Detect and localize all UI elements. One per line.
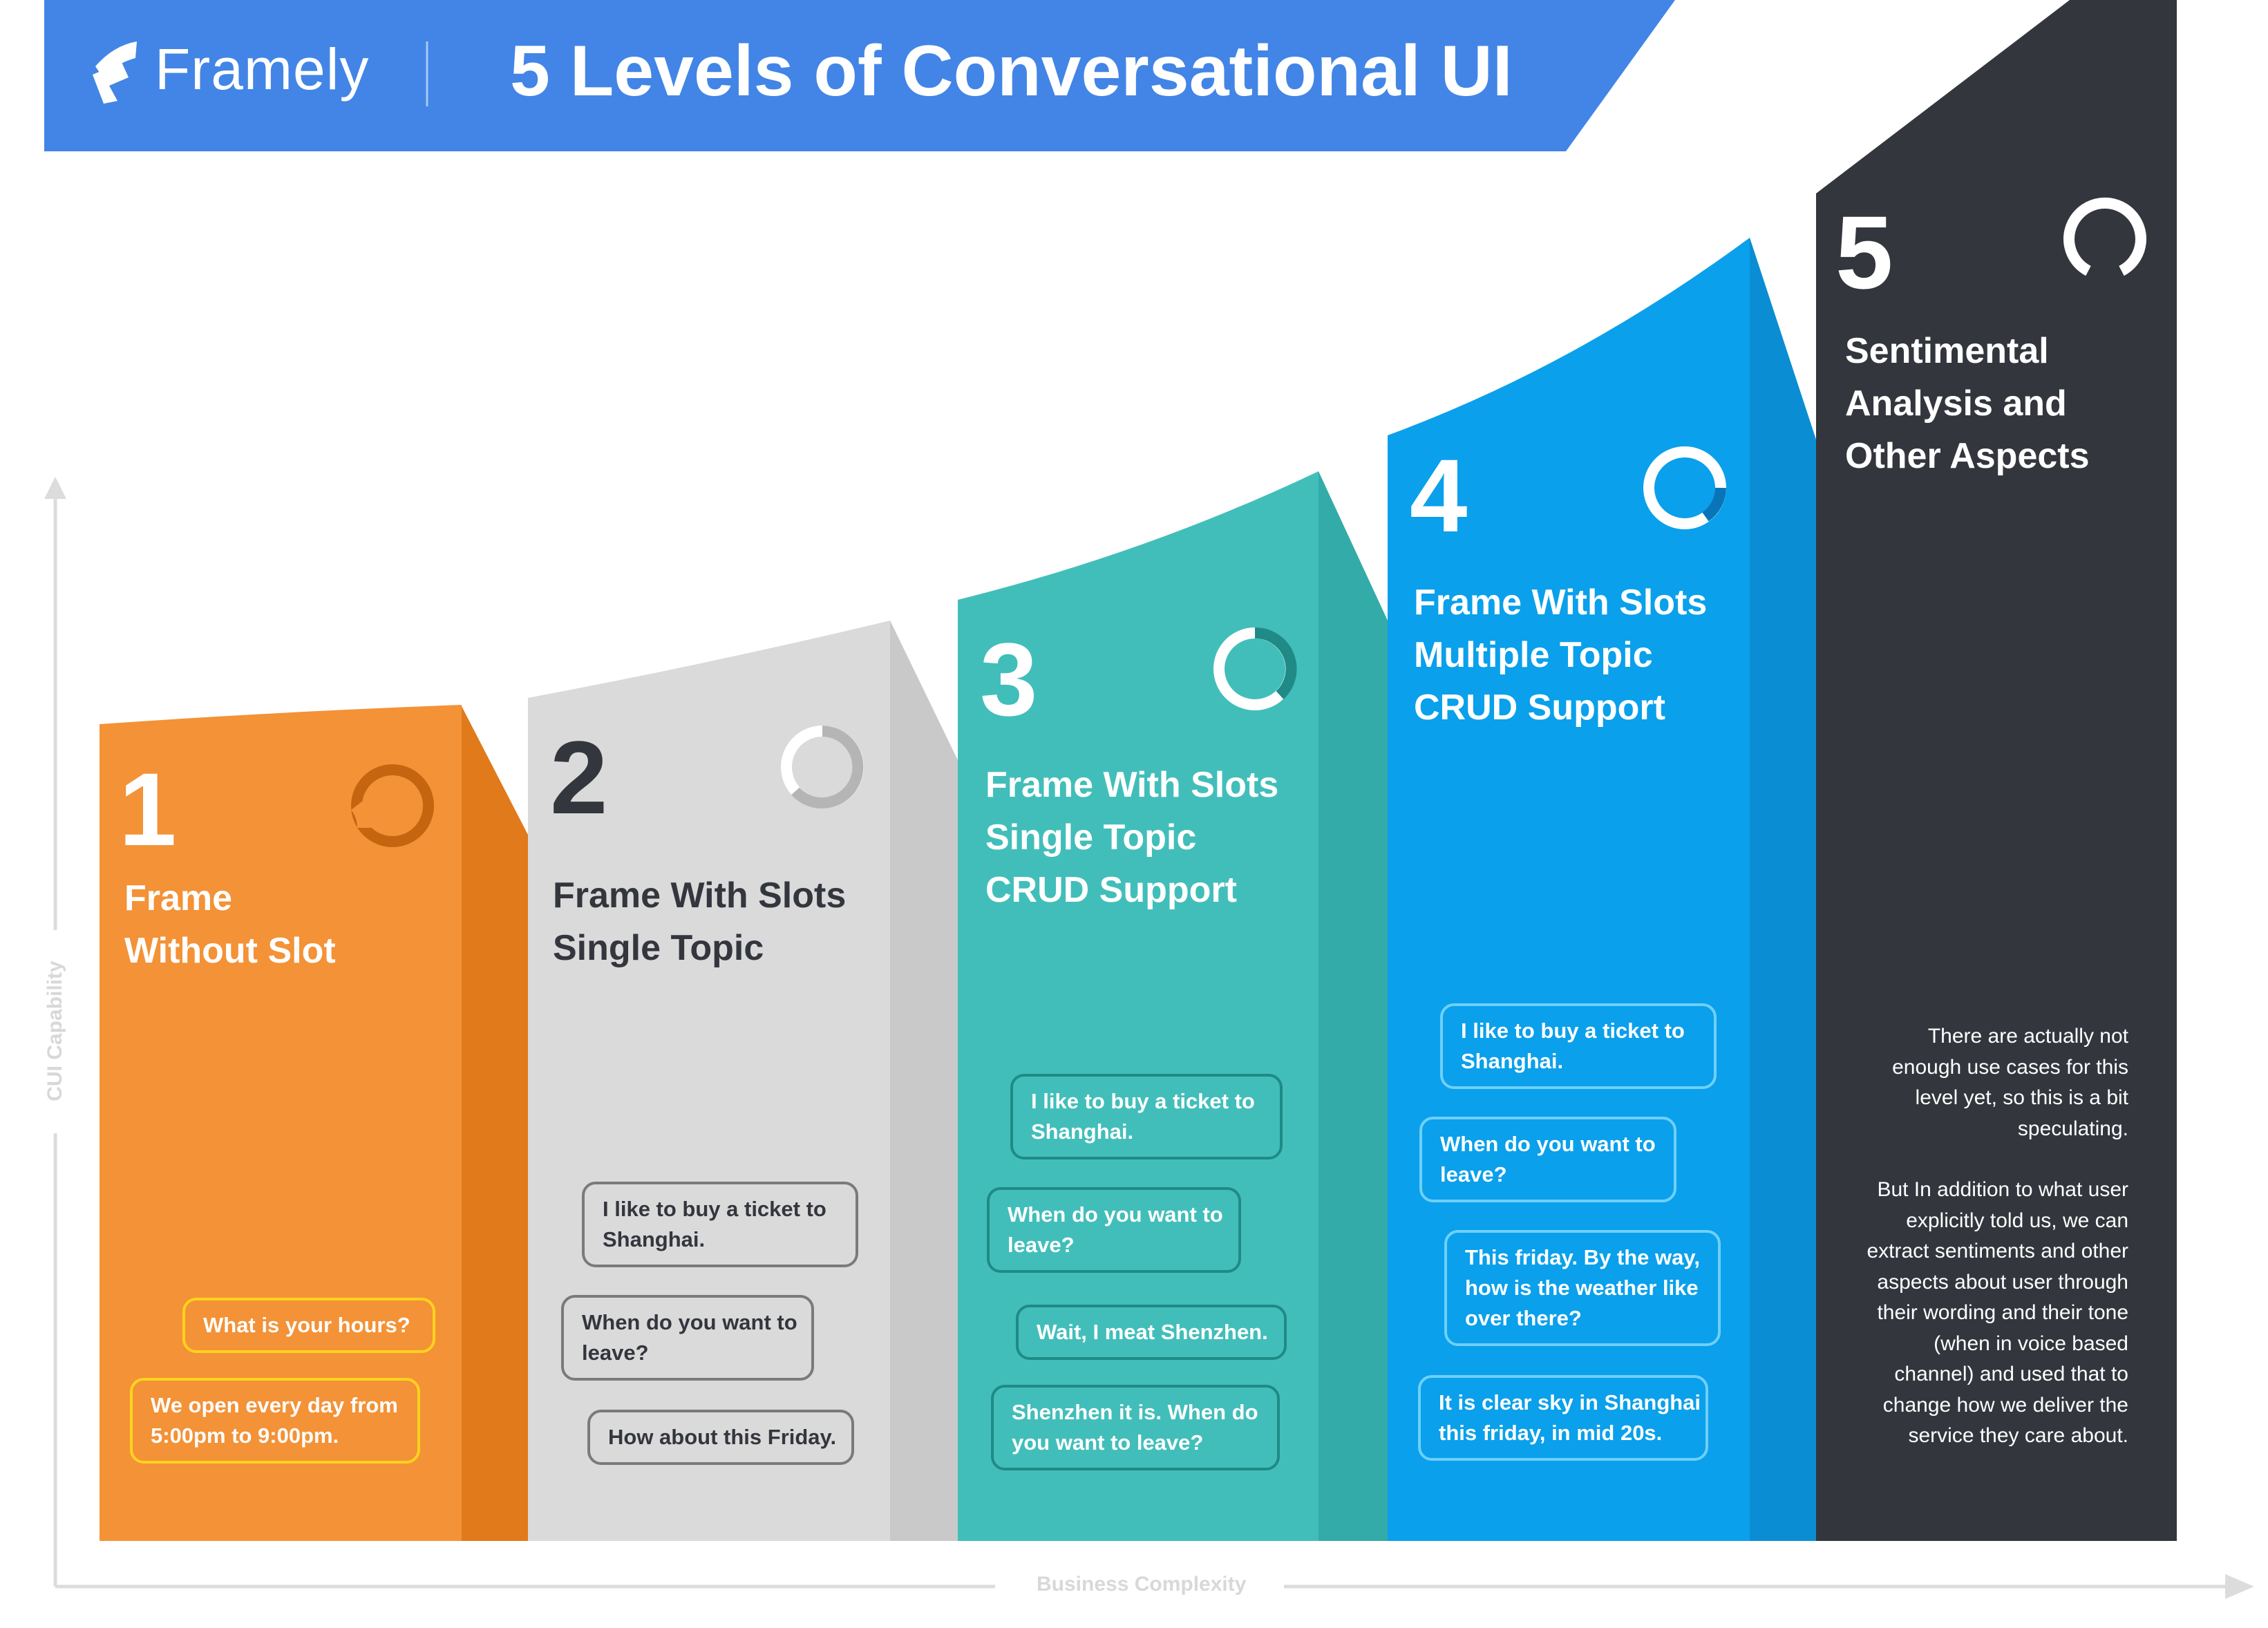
level-3-chat-bubble: Shenzhen it is. When do you want to leav… bbox=[991, 1385, 1280, 1470]
level-2-title: Frame With Slots Single Topic bbox=[553, 875, 847, 968]
level-2-chat-bubble: When do you want to leave? bbox=[561, 1295, 814, 1381]
y-axis-label: CUI Capability bbox=[44, 960, 66, 1101]
level-5-title: Sentimental Analysis and Other Aspects bbox=[1845, 331, 2090, 476]
level-1-number: 1 bbox=[119, 751, 177, 867]
x-axis bbox=[55, 1574, 2254, 1599]
level-4-chat-bubble: When do you want to leave? bbox=[1419, 1117, 1676, 1202]
level-1-chat-bubble: What is your hours? bbox=[182, 1298, 435, 1353]
level-5-block bbox=[1816, 0, 2177, 1541]
level-3-progress-ring-icon bbox=[1213, 627, 1297, 710]
x-axis-label: Business Complexity bbox=[1037, 1573, 1247, 1596]
level-4-block bbox=[1388, 238, 1816, 1541]
level-3-number: 3 bbox=[980, 621, 1038, 737]
level-3-chat-bubble: Wait, I meat Shenzhen. bbox=[1016, 1305, 1287, 1360]
level-2-number: 2 bbox=[550, 719, 608, 835]
level-1-title: Frame Without Slot bbox=[124, 878, 336, 971]
description-paragraph: There are actually not enough use cases … bbox=[1892, 1025, 2128, 1140]
level-2-chat-bubble: How about this Friday. bbox=[587, 1410, 854, 1465]
level-5-ring-icon bbox=[2063, 197, 2146, 276]
y-axis bbox=[44, 477, 66, 1587]
brand-name: Framely bbox=[155, 37, 370, 102]
level-3-title: Frame With Slots Single Topic CRUD Suppo… bbox=[985, 765, 1279, 910]
level-4-progress-ring-icon bbox=[1643, 446, 1726, 529]
level-3-block bbox=[958, 471, 1388, 1541]
level-1-progress-ring-icon bbox=[350, 764, 434, 847]
level-4-chat-bubble: It is clear sky in Shanghai this friday,… bbox=[1418, 1375, 1708, 1461]
level-4-number: 4 bbox=[1410, 437, 1468, 553]
level-2-block bbox=[528, 621, 958, 1541]
level-4-title: Frame With Slots Multiple Topic CRUD Sup… bbox=[1414, 583, 1708, 728]
level-5-description: There are actually not enough use cases … bbox=[1769, 1021, 2128, 1452]
level-1-block bbox=[100, 705, 528, 1541]
level-1-chat-bubble: We open every day from 5:00pm to 9:00pm. bbox=[130, 1378, 420, 1464]
level-2-chat-bubble: I like to buy a ticket to Shanghai. bbox=[582, 1182, 858, 1267]
level-2-progress-ring-icon bbox=[781, 726, 864, 808]
framely-logo-icon bbox=[93, 41, 137, 104]
page-title: 5 Levels of Conversational UI bbox=[510, 31, 1513, 111]
level-4-chat-bubble: This friday. By the way, how is the weat… bbox=[1444, 1230, 1721, 1346]
level-5-number: 5 bbox=[1835, 194, 1893, 310]
level-4-chat-bubble: I like to buy a ticket to Shanghai. bbox=[1440, 1003, 1717, 1089]
header-bar bbox=[44, 0, 1675, 151]
level-3-chat-bubble: When do you want to leave? bbox=[987, 1187, 1241, 1273]
description-paragraph: But In addition to what user explicitly … bbox=[1867, 1178, 2128, 1447]
level-3-chat-bubble: I like to buy a ticket to Shanghai. bbox=[1010, 1074, 1283, 1160]
